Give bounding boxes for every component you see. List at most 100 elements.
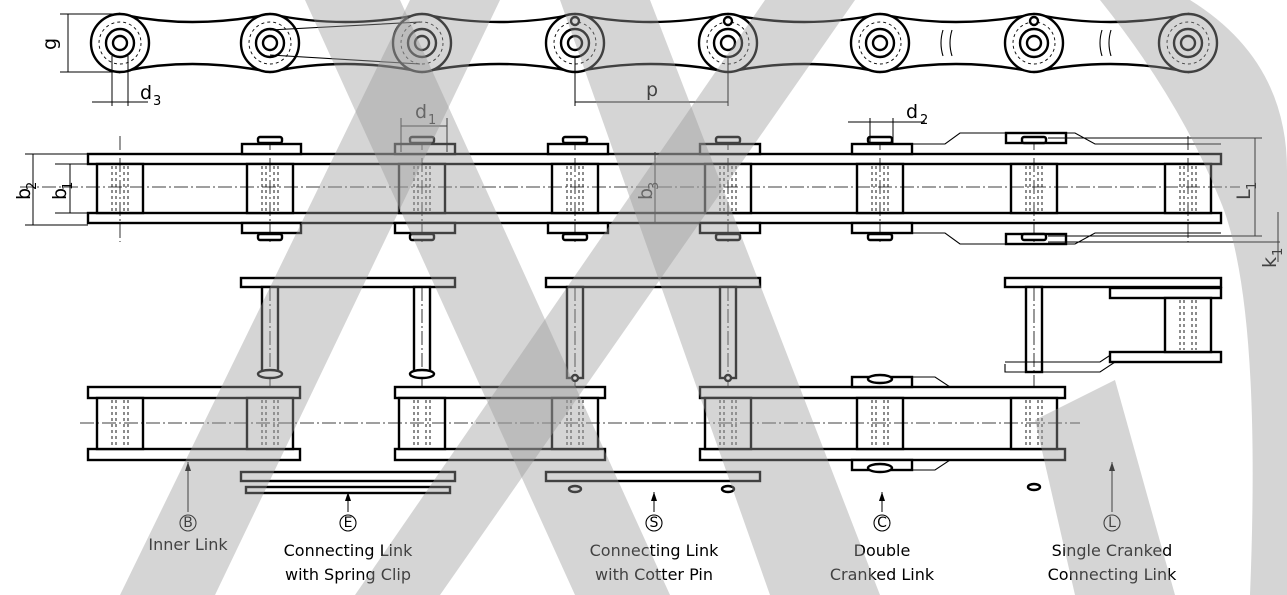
outer-plate-top (546, 142, 610, 156)
bottom-roller (703, 396, 753, 451)
outer-plate-top (850, 142, 914, 156)
bottom-roller (1009, 396, 1059, 451)
bottom-roller (95, 396, 145, 451)
cotter-pin (720, 484, 736, 494)
bottom-inner-plate-bottom (393, 447, 607, 462)
label-letter: E (344, 515, 353, 531)
chain-side-view (89, 12, 1219, 74)
spring-clip-plate (239, 470, 457, 483)
pin-circle (111, 34, 129, 52)
label-line1: Inner Link (148, 535, 228, 554)
pin-circle (261, 34, 279, 52)
bottom-roller (855, 396, 905, 451)
dim-d3-sub: 3 (153, 94, 161, 109)
outer-plate-top (240, 142, 303, 156)
label-line1: Connecting Link (284, 541, 413, 560)
side-rollers (89, 12, 1219, 74)
single-cranked-plate-lower (1108, 350, 1223, 364)
pin-head-bottom (408, 232, 436, 242)
pin-head-top (714, 135, 742, 145)
pin-head-top (256, 135, 284, 145)
dim-k1-label: k (1259, 257, 1281, 268)
pin-head-top (408, 135, 436, 145)
pin-head-bottom (866, 232, 894, 242)
dim-d2-sub: 2 (920, 113, 928, 128)
label-arrow-head (651, 492, 657, 501)
label-line1: Double (854, 541, 911, 560)
pin-circle (871, 34, 889, 52)
dimension-L1: L 1 (1048, 137, 1262, 237)
label-line2: Cranked Link (830, 565, 935, 584)
label-line1: Connecting Link (590, 541, 719, 560)
cotter-pin-head (1028, 15, 1040, 27)
label-line2: with Cotter Pin (595, 565, 713, 584)
pin-circle (566, 34, 584, 52)
roller-outline (400, 21, 444, 65)
bottom-inner-plate-bottom (86, 447, 302, 462)
label-line2: with Spring Clip (285, 565, 411, 584)
connecting-outer-plate (239, 276, 457, 289)
dim-d3-label: d (140, 82, 152, 104)
label-arrow-head (345, 492, 351, 501)
label-letter-circle (339, 514, 357, 532)
roller-outline (1166, 21, 1210, 65)
pin-head-bottom (256, 232, 284, 242)
bottom-inner-plate-top (393, 385, 607, 400)
dimension-g: g (39, 13, 120, 73)
pin-head (866, 373, 894, 385)
dimension-b2: b 2 (13, 153, 88, 226)
pin-circle (1179, 34, 1197, 52)
roller-outline (248, 21, 292, 65)
dimension-p: p (574, 56, 729, 106)
pin-head (866, 462, 894, 474)
cotter-pin-head (569, 15, 581, 27)
outer-plate-bottom (240, 221, 303, 235)
label-letter: C (877, 515, 887, 531)
pin-head-top (561, 135, 589, 145)
dim-d1-sub: 1 (428, 113, 436, 128)
dimension-d1: d 1 (400, 101, 448, 152)
single-cranked-roller (1163, 296, 1213, 354)
pin-head-bottom (1020, 232, 1048, 242)
connecting-outer-plate (1003, 276, 1223, 289)
dimension-d2: d 2 (848, 101, 928, 144)
label-arrow-head (1109, 462, 1115, 471)
dim-b2-sub: 2 (25, 182, 40, 190)
cotter-pin (1026, 482, 1042, 492)
outer-plate-bottom (850, 221, 914, 235)
spring-clip-groove (256, 368, 284, 380)
label-letter: B (183, 515, 193, 531)
dim-L1-sub: 1 (1245, 182, 1260, 190)
pin-head-top (866, 135, 894, 145)
dimension-b3: b 3 (635, 152, 662, 223)
dim-b2-label: b (13, 188, 35, 200)
dim-d2-label: d (906, 101, 918, 123)
cotter-pin (567, 484, 583, 494)
label-letter-circle (179, 514, 197, 532)
cotter-pin-head (722, 15, 734, 27)
pin-head-top (1020, 135, 1048, 145)
dimension-d3: d 3 (92, 56, 161, 109)
dim-p-label: p (646, 79, 658, 101)
label-arrow-head (879, 492, 885, 501)
cotter-hole (723, 373, 733, 383)
dim-b1-sub: 1 (61, 182, 76, 190)
bottom-inner-plate-top (86, 385, 302, 400)
label-line2: Connecting Link (1048, 565, 1177, 584)
dim-L1-label: L (1233, 189, 1255, 200)
dimension-b1: b 1 (49, 163, 94, 214)
roller-outline (858, 21, 902, 65)
watermark-stripes (120, 0, 1287, 595)
pin-head-bottom (714, 232, 742, 242)
dim-d1-label: d (415, 101, 427, 123)
dimension-k1: k 1 (1048, 212, 1286, 268)
cotter-hole (570, 373, 580, 383)
label-letter: S (650, 515, 659, 531)
outer-plate-bottom (546, 221, 610, 235)
label-letter-circle (1103, 514, 1121, 532)
label-letter-circle (645, 514, 663, 532)
pin-head-bottom (561, 232, 589, 242)
connecting-outer-plate (544, 276, 762, 289)
